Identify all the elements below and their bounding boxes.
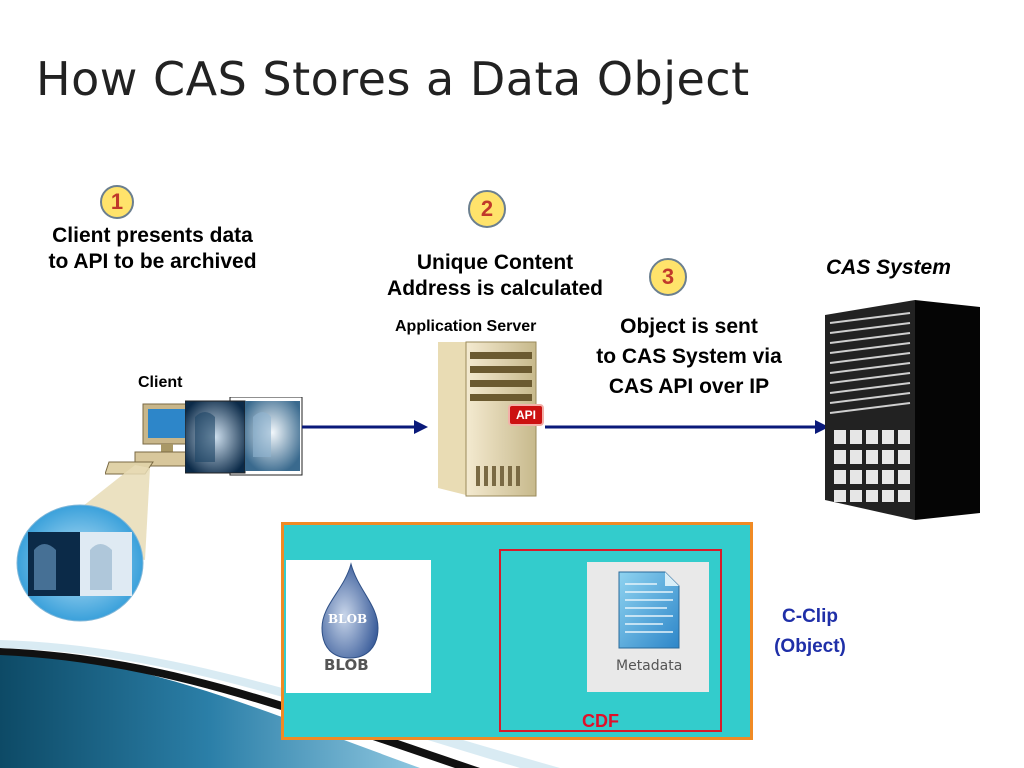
cdf-box xyxy=(499,549,722,732)
step-2-line-1: Unique Content xyxy=(416,251,574,274)
page-title: How CAS Stores a Data Object xyxy=(36,52,750,106)
step-3-badge: 3 xyxy=(649,258,687,296)
step-1-line-1: Client presents data xyxy=(52,224,253,247)
blob-drop-icon xyxy=(321,562,379,659)
client-computer-icon xyxy=(105,403,194,475)
blob-label: BLOB xyxy=(324,656,369,674)
api-badge: API xyxy=(508,404,545,426)
metadata-label: Metadata xyxy=(616,658,683,674)
cas-system-rack-icon xyxy=(825,300,980,520)
step-1-line-2: to API to be archived xyxy=(48,250,257,273)
step-2-line-2: Address is calculated xyxy=(387,277,603,300)
application-server-label: Application Server xyxy=(395,318,537,335)
step-1-badge: 1 xyxy=(100,185,134,219)
step-2-badge: 2 xyxy=(468,190,506,228)
step-3-text: Object is sent to CAS System via CAS API… xyxy=(570,312,808,402)
blob-drop-label: BLOB xyxy=(328,612,368,626)
step-2-text: Unique Content Address is calculated xyxy=(355,250,635,302)
xray-image-pair xyxy=(185,397,303,476)
step-3-line-2: to CAS System via xyxy=(596,345,782,368)
metadata-document-icon xyxy=(618,571,680,649)
step-3-line-1: Object is sent xyxy=(620,315,758,338)
step-1-text: Client presents data to API to be archiv… xyxy=(20,223,285,275)
metadata-card: Metadata xyxy=(587,562,709,692)
blob-card: BLOB BLOB xyxy=(286,560,431,693)
cas-system-label: CAS System xyxy=(826,256,951,279)
cclip-label: C-Clip (Object) xyxy=(760,602,860,662)
zoom-callout xyxy=(16,465,150,622)
client-label: Client xyxy=(138,374,183,391)
cclip-label-line-1: C-Clip xyxy=(782,606,838,627)
cdf-label: CDF xyxy=(582,711,619,731)
step-3-line-3: CAS API over IP xyxy=(608,375,770,398)
cclip-label-line-2: (Object) xyxy=(774,636,846,657)
